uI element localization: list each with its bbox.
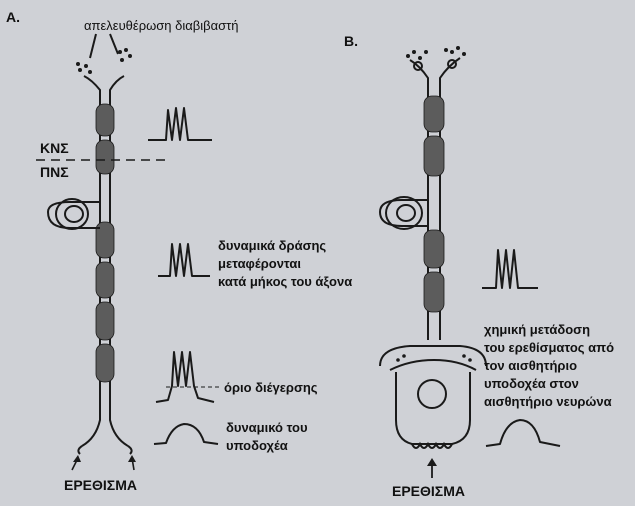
axon-right-edge-a — [109, 98, 129, 447]
receptor-endings-a — [77, 445, 133, 455]
action-potential-trace-b — [482, 249, 538, 289]
axon-terminals-b — [406, 46, 466, 90]
transmitter-release-label: απελευθέρωση διαβιβαστή — [84, 18, 239, 33]
panel-a-label: A. — [6, 9, 20, 25]
receptor-potential-trace-b — [485, 419, 561, 447]
transmitter-release-pointer — [89, 33, 119, 59]
action-potential-trace-middle-a — [158, 243, 210, 277]
panel-a: A. απελευθέρωση διαβιβαστή — [6, 9, 352, 493]
chemical-transmission-line2: του ερεθίσματος από — [484, 340, 614, 355]
receptor-potential-line2: υποδοχέα — [226, 438, 288, 453]
threshold-spike-trace-a — [155, 351, 215, 403]
axon-terminals-a — [76, 48, 132, 98]
myelin-sheath-b — [423, 95, 445, 313]
action-potential-trace-top-a — [148, 107, 212, 141]
cell-body-b — [378, 196, 428, 230]
chemical-transmission-line4: υποδοχέα στον — [484, 376, 579, 391]
stimulus-label-a: ΕΡΕΘΙΣΜΑ — [64, 477, 137, 493]
receptor-potential-line1: δυναμικό του — [226, 420, 308, 435]
action-potentials-line2: μεταφέρονται — [218, 256, 301, 271]
myelin-sheath-a — [95, 103, 115, 383]
stimulus-label-b: ΕΡΕΘΙΣΜΑ — [392, 483, 465, 499]
action-potentials-line3: κατά μήκος του άξονα — [218, 274, 352, 289]
action-potentials-line1: δυναμικά δράσης — [218, 238, 326, 253]
receptor-potential-trace-a — [153, 423, 219, 445]
chemical-transmission-line3: τον αισθητήριο — [484, 358, 577, 373]
panel-b: B. — [344, 33, 614, 499]
chemical-transmission-line5: αισθητήριο νευρώνα — [484, 394, 612, 409]
axon-left-edge-a — [81, 98, 101, 447]
receptor-cell-b — [395, 372, 471, 449]
synapse-b — [379, 345, 487, 371]
panel-b-label: B. — [344, 33, 358, 49]
stimulus-arrow-b — [427, 458, 437, 478]
cns-label: ΚΝΣ — [40, 140, 69, 156]
cell-body-a — [46, 198, 100, 230]
threshold-label: όριο διέγερσης — [224, 380, 318, 395]
stimulus-arrow-left-a — [71, 455, 81, 471]
stimulus-arrow-right-a — [128, 455, 136, 471]
pns-label: ΠΝΣ — [40, 164, 69, 180]
chemical-transmission-line1: χημική μετάδοση — [484, 322, 590, 337]
